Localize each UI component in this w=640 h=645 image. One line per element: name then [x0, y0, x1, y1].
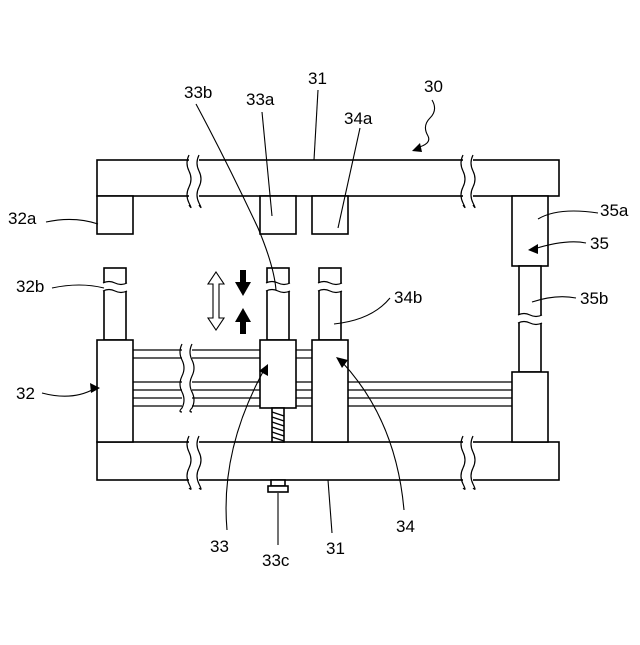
label-33b: 33b [184, 83, 212, 102]
label-34a: 34a [344, 109, 373, 128]
label-32: 32 [16, 384, 35, 403]
label-31-top: 31 [308, 69, 327, 88]
down-arrow-icon [235, 270, 251, 296]
label-34b: 34b [394, 288, 422, 307]
feed-screw [272, 408, 284, 442]
label-33c: 33c [262, 551, 290, 570]
adjust-knob [268, 480, 288, 492]
label-30: 30 [424, 77, 443, 96]
column-32 [97, 196, 133, 442]
label-35b: 35b [580, 289, 608, 308]
column-34 [312, 196, 348, 442]
label-33a: 33a [246, 90, 275, 109]
label-34: 34 [396, 517, 415, 536]
up-arrow-icon [235, 308, 251, 334]
label-33: 33 [210, 537, 229, 556]
label-35: 35 [590, 234, 609, 253]
label-32b: 32b [16, 277, 44, 296]
label-32a: 32a [8, 209, 37, 228]
column-35 [512, 196, 548, 442]
label-35a: 35a [600, 201, 629, 220]
label-31-bottom: 31 [326, 539, 345, 558]
double-arrow-icon [208, 272, 224, 330]
